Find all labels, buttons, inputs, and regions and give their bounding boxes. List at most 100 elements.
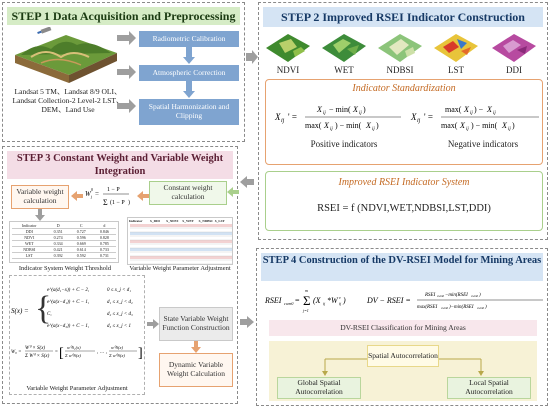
step4-panel: STEP 4 Construction of the DV-RSEI Model… [256, 248, 548, 406]
svg-text:ij: ij [323, 301, 326, 306]
svg-text:X: X [274, 112, 281, 122]
svg-text:cwm0: cwm0 [477, 306, 484, 310]
svg-text:j: j [90, 194, 93, 199]
svg-text:ij: ij [508, 127, 511, 132]
svg-text:X: X [463, 105, 470, 114]
threshold-header: Indicator [12, 223, 47, 229]
svg-text:max(: max( [441, 121, 458, 130]
svg-text:(1 − P: (1 − P [110, 199, 125, 206]
arrow-to-formula [137, 191, 149, 201]
step3-panel: STEP 3 Constant Weight and Variable Weig… [2, 146, 239, 404]
param-header: S_NDVI [166, 219, 179, 223]
ndbsi-label: NDBSI [386, 65, 414, 75]
svg-text:) − min(: ) − min( [471, 121, 498, 130]
spatial-autocorrelation-box: Spatial Autocorrelation [367, 345, 439, 367]
svg-text:DV − RSEI =: DV − RSEI = [366, 296, 411, 305]
step1-connector-arrows [117, 31, 136, 113]
svg-text:=: = [95, 190, 99, 198]
svg-text:RSEI: RSEI [424, 293, 436, 298]
svg-text:m: m [305, 288, 308, 293]
rsei-system-box [265, 171, 543, 231]
svg-text:=: = [295, 296, 300, 305]
threshold-cell: 0.421 [46, 246, 70, 253]
threshold-cell: 0.733 [92, 246, 116, 253]
step2-title: STEP 2 Improved RSEI Indicator Construct… [263, 7, 543, 27]
svg-text:w⁰S(x): w⁰S(x) [111, 345, 124, 350]
svg-text:X: X [459, 121, 466, 130]
svg-text:ij: ij [339, 301, 342, 306]
ndvi-label: NDVI [276, 65, 300, 75]
positive-formula: X ij ' = X ij − min( X ij ) max( X ij ) … [274, 105, 401, 132]
threshold-header: D [46, 223, 70, 229]
svg-text:w⁰S₁(x): w⁰S₁(x) [67, 345, 81, 350]
step4-title: STEP 4 Construction of the DV-RSEI Model… [261, 253, 543, 281]
local-autocorrelation-box: Local Spatial Autocorrelation [447, 377, 531, 399]
step3-title: STEP 3 Constant Weight and Variable Weig… [7, 151, 233, 179]
threshold-header: d [92, 223, 116, 229]
svg-text:1 − P: 1 − P [107, 187, 120, 193]
svg-text:e^(a(x−d₁)) + C − 1,: e^(a(x−d₁)) + C − 1, [47, 300, 89, 305]
svg-text:W⁰ × S(x): W⁰ × S(x) [25, 345, 45, 351]
piecewise-function: S(x) = { e^(a(d₁−x)) + C − 2, 0 ≤ x_j < … [11, 288, 133, 329]
threshold-cell: WET [12, 240, 47, 247]
svg-text:Σ w⁰S(x): Σ w⁰S(x) [64, 353, 81, 358]
down-arrow-variable [35, 209, 45, 221]
svg-text:ij: ij [372, 127, 375, 132]
lst-label: LST [447, 65, 464, 75]
rsei-system-formula: RSEI = f (NDVI,WET,NDBSI,LST,DDI) [317, 203, 491, 214]
svg-text:e^(a(d₁−x)) + C − 2,: e^(a(d₁−x)) + C − 2, [47, 288, 89, 293]
svg-text:W: W [85, 190, 92, 198]
negative-indicators-label: Negative indicators [447, 139, 519, 149]
svg-text:=: = [55, 350, 58, 355]
lst-map [434, 34, 478, 62]
step2-panel: STEP 2 Improved RSEI Indicator Construct… [258, 2, 548, 240]
threshold-cell: 0.334 [46, 240, 70, 247]
threshold-cell: DDI [12, 228, 47, 235]
svg-text:ij: ij [470, 111, 473, 116]
svg-text:d₃ ≤ x_j < 1: d₃ ≤ x_j < 1 [107, 324, 131, 329]
arrow-to-variable-weight [71, 191, 83, 201]
positive-indicators-label: Positive indicators [310, 139, 378, 149]
atmospheric-correction-box: Atmospheric Correction [139, 65, 239, 81]
svg-text:): ) [342, 296, 346, 305]
arrow-step1-to-step2 [246, 50, 258, 64]
svg-text:− min(: − min( [329, 105, 351, 114]
svg-text:d₂ ≤ x_j < d₃: d₂ ≤ x_j < d₃ [107, 312, 133, 317]
parameter-table-rows [130, 224, 232, 264]
terrain-dem-image [15, 27, 117, 83]
threshold-cell: 0.727 [69, 228, 93, 235]
svg-text:cwm0: cwm0 [437, 294, 444, 298]
down-arrow-state [191, 341, 201, 353]
threshold-cell: LST [12, 252, 47, 259]
svg-text:]: ] [138, 346, 143, 361]
rsei-sum-formula: RSEI cwm0 = Σ m j=1 (X ij *W ij v ) [264, 288, 346, 313]
param-header: S_NDBSI [198, 219, 213, 223]
arrow-step3-to-step4 [240, 316, 254, 328]
svg-text:X: X [316, 105, 323, 114]
ddi-map [492, 34, 536, 62]
constant-weight-box: Constant weight calculation [149, 181, 227, 205]
ndbsi-map [378, 34, 422, 62]
step1-panel: STEP 1 Data Acquisition and Preprocessin… [2, 2, 245, 142]
svg-text:ij: ij [466, 127, 469, 132]
parameter-table-header: Indicator S_DDI S_NDVI S_WET S_NDBSI S_L… [128, 218, 232, 224]
wet-label: WET [334, 65, 354, 75]
parameter-table-frame: Indicator S_DDI S_NDVI S_WET S_NDBSI S_L… [127, 217, 233, 265]
autocorrelation-branch-arrows [322, 358, 484, 376]
global-autocorrelation-box: Global Spatial Autocorrelation [277, 377, 361, 399]
svg-text:max(: max( [445, 105, 462, 114]
svg-text:) −: ) − [474, 105, 484, 114]
svg-text:) − min(: ) − min( [335, 121, 362, 130]
wet-map [322, 34, 366, 62]
svg-text:Σ: Σ [303, 293, 311, 308]
svg-text:): ) [484, 305, 487, 310]
svg-text:cwm0: cwm0 [284, 301, 293, 306]
svg-text:[: [ [59, 346, 64, 361]
standardization-box [265, 79, 543, 165]
arrow-to-state-function [147, 319, 159, 329]
svg-text:d₁ ≤ x_j < d₂: d₁ ≤ x_j < d₂ [107, 300, 133, 305]
negative-formula: X ij ' = max( X ij ) − X ij max( X ij ) … [410, 105, 539, 132]
svg-text:X: X [352, 105, 359, 114]
weight-vector-formula: W₀ = W⁰ × S(x) Σ W⁰ × S(x) = [ w⁰S₁(x) Σ… [11, 345, 143, 361]
threshold-cell: 0.592 [69, 252, 93, 259]
